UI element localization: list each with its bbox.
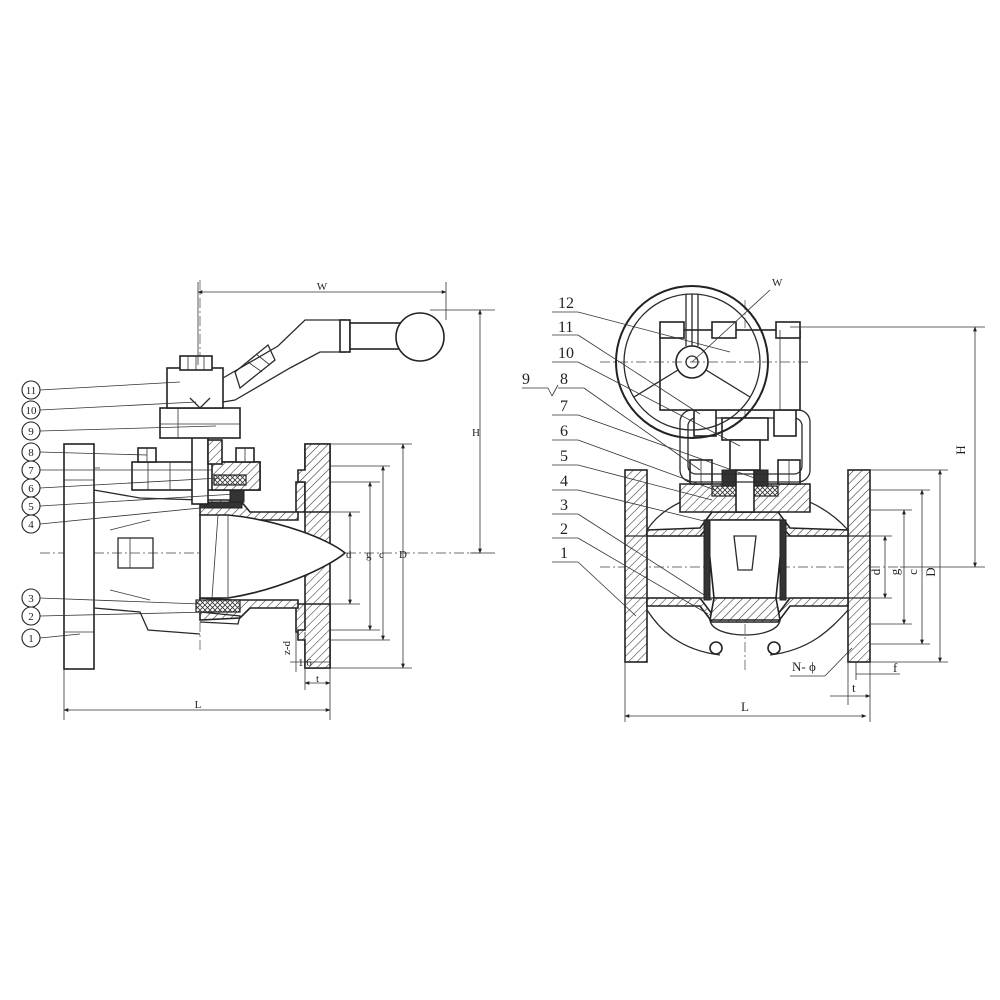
right-part-9: 9 — [522, 371, 530, 388]
left-dim-d: d — [346, 549, 352, 561]
left-balloon-7: 7 — [28, 465, 34, 477]
right-part-2: 2 — [560, 521, 568, 538]
left-balloon-8: 8 — [28, 447, 34, 459]
right-part-3: 3 — [560, 497, 568, 514]
left-view: W H d g c D z-d 1.6 t — [21, 280, 495, 720]
left-balloon-6: 6 — [28, 483, 34, 495]
left-dim-t: t — [316, 673, 319, 685]
right-dim-N-phi: N- ϕ — [792, 659, 816, 674]
left-balloon-5: 5 — [28, 501, 34, 513]
left-dim-f: 1.6 — [298, 657, 312, 669]
left-dim-H: H — [472, 427, 480, 439]
right-dim-W: W — [772, 277, 783, 289]
left-balloon-9: 9 — [28, 426, 34, 438]
left-balloon-2: 2 — [28, 611, 34, 623]
right-part-8: 8 — [560, 371, 568, 388]
right-dim-t: t — [852, 680, 856, 695]
right-part-10: 10 — [558, 345, 574, 362]
right-dim-d: d — [868, 568, 883, 575]
left-dim-L: L — [195, 699, 202, 711]
right-part-12: 12 — [558, 295, 574, 312]
right-dim-D: D — [923, 567, 938, 576]
right-view: W H d g c D f t N- ϕ — [522, 277, 985, 722]
left-balloon-11: 11 — [26, 385, 37, 397]
left-balloon-3: 3 — [28, 593, 34, 605]
right-part-7: 7 — [560, 398, 568, 415]
right-dim-f: f — [893, 660, 898, 675]
right-part-5: 5 — [560, 448, 568, 465]
left-balloon-4: 4 — [28, 519, 34, 531]
left-dim-g: g — [366, 549, 372, 561]
right-dim-c: c — [905, 569, 920, 575]
left-dim-W: W — [317, 281, 328, 293]
left-dim-D: D — [399, 549, 407, 561]
right-dim-L: L — [741, 699, 749, 714]
left-dim-z-d: z-d — [281, 640, 293, 655]
right-part-4: 4 — [560, 473, 568, 490]
left-balloon-10: 10 — [26, 405, 38, 417]
left-dim-c: c — [379, 549, 384, 561]
right-dim-g: g — [887, 568, 902, 575]
right-dim-H: H — [953, 445, 968, 454]
right-part-6: 6 — [560, 423, 568, 440]
right-part-1: 1 — [560, 545, 568, 562]
left-balloon-1: 1 — [28, 633, 34, 645]
right-part-11: 11 — [558, 319, 573, 336]
